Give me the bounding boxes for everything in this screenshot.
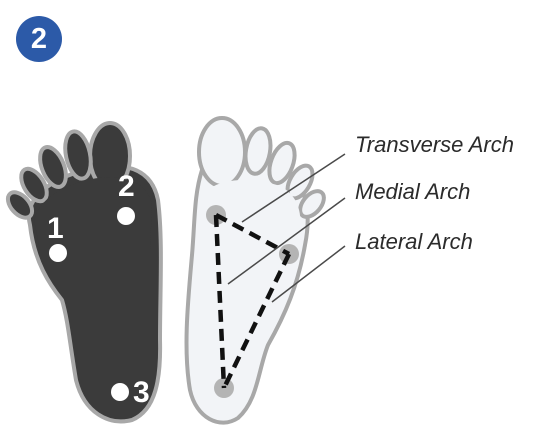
contact-point-2: [117, 207, 135, 225]
right-foot: [186, 118, 328, 423]
transverse-arch-label: Transverse Arch: [355, 132, 514, 157]
medial-arch-label: Medial Arch: [355, 179, 470, 204]
point-number-3: 3: [133, 376, 150, 409]
point-number-1: 1: [47, 212, 64, 245]
left-foot: 1 2 3: [3, 123, 161, 421]
contact-point-1: [49, 244, 67, 262]
right-big-toe: [199, 118, 245, 186]
point-number-2: 2: [118, 170, 135, 203]
contact-point-3: [111, 383, 129, 401]
lateral-arch-label: Lateral Arch: [355, 229, 473, 254]
